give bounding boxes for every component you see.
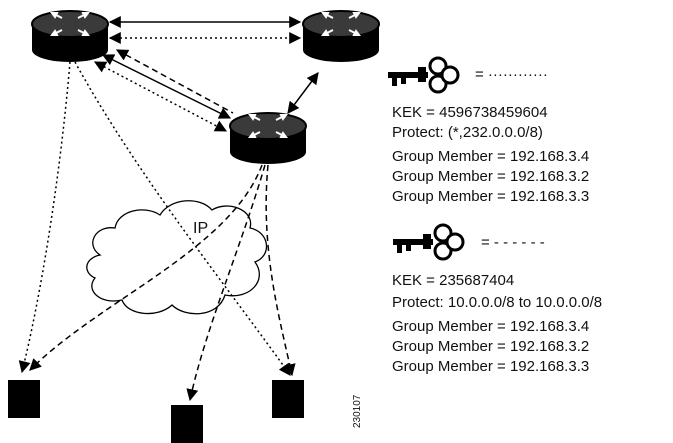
dotted-path-host1 xyxy=(18,61,71,374)
dashed-path-host1 xyxy=(29,164,263,371)
dashed-link-r2-r3 xyxy=(115,49,234,114)
cloud-icon xyxy=(86,200,268,315)
legend-b-member: Group Member = 192.168.3.3 xyxy=(392,358,590,375)
key-icon xyxy=(386,56,460,94)
cloud-label: IP xyxy=(193,220,209,237)
dashed-path-host2 xyxy=(186,164,266,402)
legend-a-member: Group Member = 192.168.3.4 xyxy=(392,148,590,165)
legend-b-kek: KEK = 235687404 xyxy=(392,272,515,289)
legend-a-kek: KEK = 4596738459604 xyxy=(392,104,548,121)
link-r1-r3 xyxy=(101,54,232,119)
legend-a-protect: Protect: (*,232.0.0.0/8) xyxy=(392,124,543,141)
host-square-icon xyxy=(272,380,304,418)
legend-b-member: Group Member = 192.168.3.2 xyxy=(392,338,590,355)
legend-a-member: Group Member = 192.168.3.3 xyxy=(392,188,590,205)
router-icon xyxy=(302,10,380,63)
legend-b-member: Group Member = 192.168.3.4 xyxy=(392,318,590,335)
dotted-link-r1-r3 xyxy=(93,61,228,132)
legend-a-line-style: = ············ xyxy=(475,66,548,83)
legend-b-line-style: = - - - - - - xyxy=(481,234,545,251)
host-square-icon xyxy=(8,380,40,418)
legend-b-protect: Protect: 10.0.0.0/8 to 10.0.0.0/8 xyxy=(392,294,603,311)
router-icon xyxy=(31,10,109,63)
router-icon xyxy=(229,112,307,165)
legend-a-member: Group Member = 192.168.3.2 xyxy=(392,168,590,185)
link-r2-r3 xyxy=(287,72,319,114)
host-square-icon xyxy=(171,405,203,443)
key-icon xyxy=(391,223,465,261)
dotted-path-host3 xyxy=(74,61,291,376)
figure-id: 230107 xyxy=(352,394,363,428)
dashed-path-host3 xyxy=(265,164,296,377)
